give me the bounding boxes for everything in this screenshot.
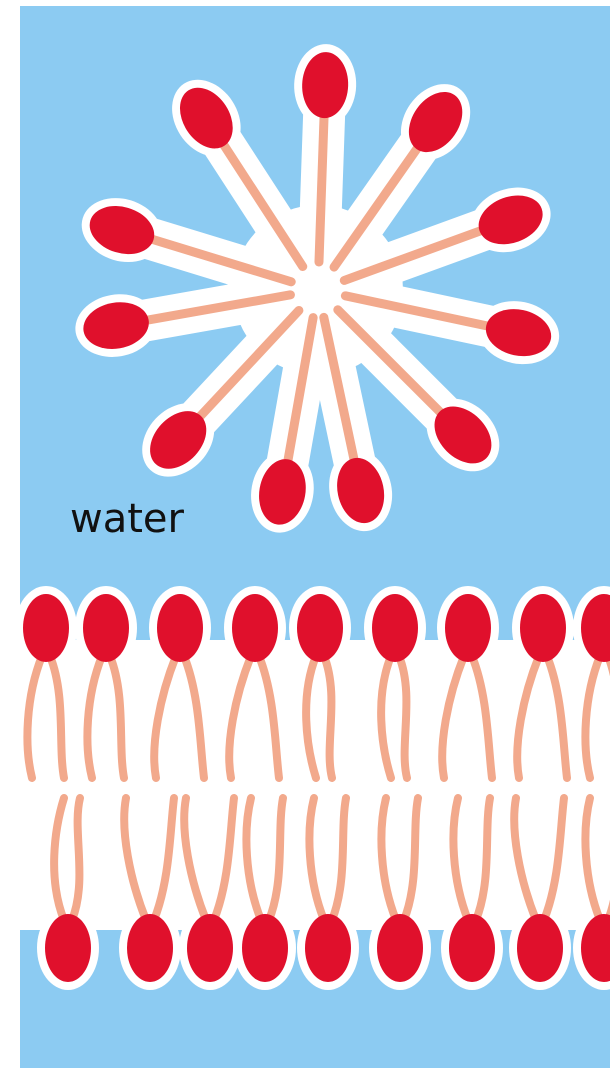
micelle-lipid-tail [319,115,324,262]
upper-lipid-head [83,594,129,662]
lower-lipid-head [449,914,495,982]
upper-lipid-head [445,594,491,662]
lower-lipid-head [517,914,563,982]
upper-lipid-head [297,594,343,662]
lower-lipid-head [45,914,91,982]
lipid-bilayer [15,586,610,990]
water-label: water [70,496,185,542]
upper-lipid-head [23,594,69,662]
upper-lipid-head [372,594,418,662]
upper-lipid-head [157,594,203,662]
lower-lipid-head [305,914,351,982]
lower-lipid-head [377,914,423,982]
lower-lipid-head [242,914,288,982]
lower-lipid-head [127,914,173,982]
upper-lipid-head [520,594,566,662]
upper-lipid-head [232,594,278,662]
lower-lipid-head [187,914,233,982]
